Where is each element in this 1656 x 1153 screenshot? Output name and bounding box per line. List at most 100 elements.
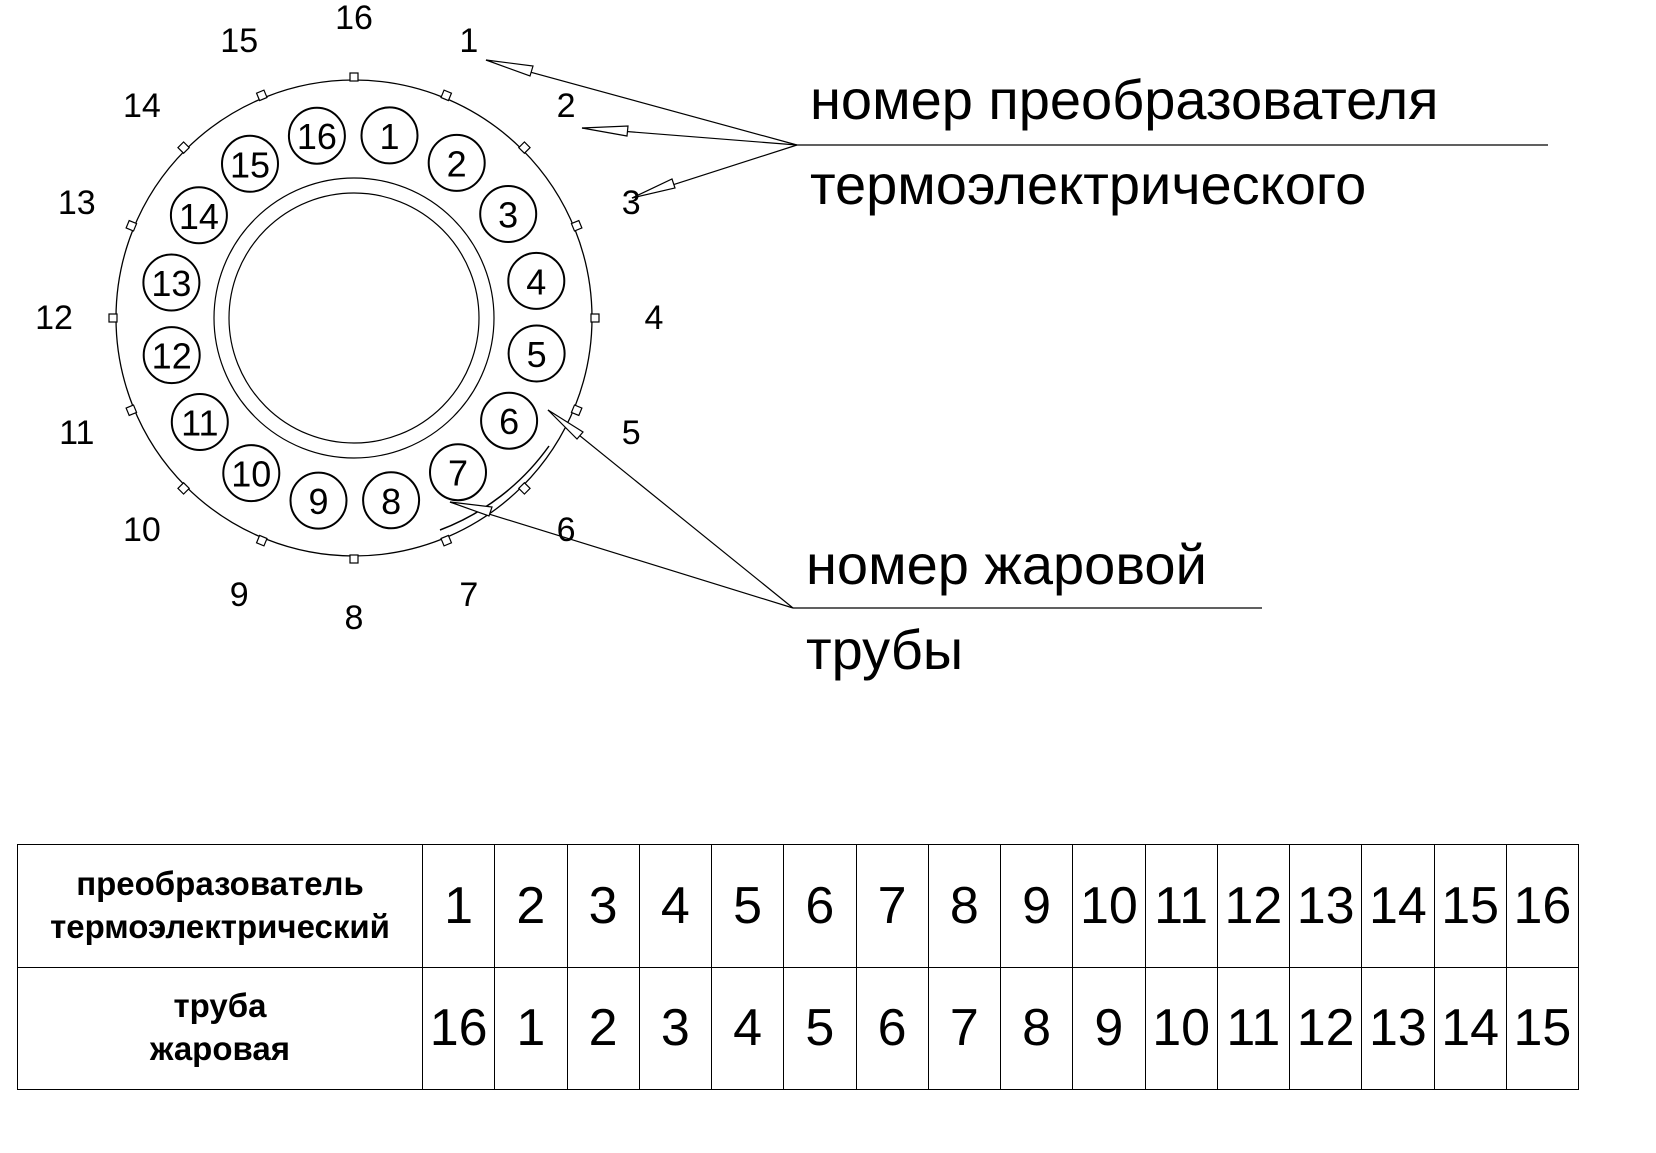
thermocouple-number-label: 13	[58, 184, 96, 222]
thermocouple-boss	[349, 72, 359, 82]
flame-tube-number: 8	[381, 481, 401, 522]
flame-tube-circle	[479, 185, 538, 243]
thermocouple-boss	[255, 89, 268, 102]
thermocouple-boss	[255, 534, 268, 547]
flame-tube: 16	[287, 106, 346, 165]
arrowhead-tube-8	[449, 501, 493, 517]
arrowhead-2	[581, 125, 629, 137]
flame-tube: 7	[429, 443, 487, 502]
flame-tube-cell: 3	[638, 966, 713, 1090]
flame-tube-number: 13	[151, 263, 191, 304]
flame-tube-cell: 13	[1361, 966, 1435, 1090]
flame-tube-cell: 7	[927, 966, 1002, 1090]
flame-tube-row-header-line2: жаровая	[150, 1030, 290, 1068]
flame-tube-circle	[221, 134, 279, 193]
flame-tube-circle	[507, 324, 566, 383]
arrowhead-tube-6	[547, 409, 584, 440]
flame-tube: 2	[427, 133, 486, 192]
flame-tube-circle	[360, 106, 419, 165]
thermocouple-cell: 7	[855, 844, 929, 968]
thermocouple-boss	[349, 554, 359, 564]
thermocouple-number-label: 5	[622, 414, 641, 452]
flame-tube-cell: 1	[494, 966, 568, 1090]
flame-tube-number: 11	[181, 403, 218, 444]
leader-to-tube-6	[547, 409, 794, 609]
thermocouple-cell: 5	[710, 844, 785, 968]
flame-tube-number-caption-line2: трубы	[806, 618, 964, 681]
thermocouple-cell: 8	[927, 844, 1002, 968]
flame-tube: 14	[169, 186, 228, 245]
inner-liner-ring-outer	[213, 177, 495, 459]
thermocouple-cell: 6	[783, 844, 857, 968]
flame-tube-number: 12	[152, 336, 192, 377]
flame-tube: 6	[480, 391, 539, 450]
flame-tube-cell: 10	[1144, 966, 1218, 1090]
thermocouple-number-caption-line1: номер преобразователя	[810, 68, 1439, 131]
thermocouple-cell: 3	[566, 844, 640, 968]
thermocouple-cell: 11	[1144, 844, 1218, 968]
thermocouple-number-label: 7	[459, 576, 478, 614]
thermocouple-boss	[440, 534, 453, 547]
flame-tube-cell: 11	[1216, 966, 1291, 1090]
flame-tube-circle	[480, 391, 539, 450]
thermocouple-number-label: 1	[459, 22, 478, 60]
flame-tube-circle	[289, 471, 348, 530]
flame-tube: 4	[507, 251, 566, 310]
flame-tube: 10	[222, 444, 281, 503]
thermocouple-boss	[570, 219, 583, 232]
thermocouple-cell: 15	[1433, 844, 1507, 968]
leader-to-thermocouple-1	[485, 59, 798, 146]
leader-to-tube-8	[449, 501, 794, 609]
thermocouple-boss	[108, 313, 118, 323]
flame-tube-cell: 2	[566, 966, 640, 1090]
thermocouple-cell: 4	[638, 844, 713, 968]
thermocouple-number-caption-line2: термоэлектрического	[810, 153, 1367, 216]
flame-tube-number-caption-line1: номер жаровой	[806, 533, 1207, 596]
thermocouple-number-label: 9	[230, 576, 249, 614]
thermocouple-number-label: 15	[220, 22, 258, 60]
flame-tube-number: 9	[308, 481, 328, 522]
flame-tube-number: 4	[526, 261, 546, 302]
thermocouple-cell: 2	[494, 844, 568, 968]
thermocouple-boss	[440, 89, 453, 102]
thermocouple-boss	[517, 141, 531, 155]
thermocouple-boss	[590, 313, 600, 323]
flame-tube-number: 5	[527, 334, 547, 375]
thermocouple-row-header: преобразователь термоэлектрический	[17, 844, 423, 968]
flame-tube-cell: 15	[1505, 966, 1580, 1090]
thermocouple-number-label: 4	[645, 299, 664, 337]
inner-liner-ring-inner	[228, 192, 480, 444]
thermocouple-cell: 16	[1505, 844, 1580, 968]
flame-tube: 3	[479, 185, 538, 243]
flame-tube-circle	[507, 251, 566, 310]
thermocouple-cell: 1	[421, 844, 496, 968]
flame-tube-number: 15	[230, 144, 270, 185]
flame-tube-circle	[287, 106, 346, 165]
flame-tube-cell: 9	[1072, 966, 1146, 1090]
flame-tube-cell: 6	[855, 966, 929, 1090]
flame-tube: 8	[362, 471, 421, 530]
flame-tube-number: 1	[379, 116, 399, 157]
outer-casing-ring	[115, 79, 593, 557]
arrowhead-3	[631, 178, 676, 199]
flame-tube-circle	[362, 471, 421, 530]
flame-tube-row-header: труба жаровая	[17, 966, 423, 1090]
flame-tube-cell: 8	[999, 966, 1074, 1090]
thermocouple-boss	[570, 404, 583, 417]
flame-tube-number: 14	[179, 196, 219, 237]
thermocouple-number-label: 14	[123, 87, 161, 125]
thermocouple-number-label: 16	[335, 0, 373, 37]
thermocouple-cell: 14	[1361, 844, 1435, 968]
flame-tube-cell: 5	[783, 966, 857, 1090]
callout-arrowheads	[449, 59, 676, 517]
thermocouple-boss	[125, 404, 138, 417]
flame-tube-number: 7	[448, 453, 468, 494]
flame-tube-cell: 16	[421, 966, 496, 1090]
thermocouple-boss	[177, 141, 191, 155]
flame-tube-number: 3	[498, 195, 518, 236]
flame-tube: 12	[142, 326, 201, 385]
flame-tube: 9	[289, 471, 348, 530]
flame-tube-cell: 12	[1288, 966, 1363, 1090]
flame-tube-cell: 14	[1433, 966, 1507, 1090]
flame-tube-circle	[170, 393, 229, 451]
